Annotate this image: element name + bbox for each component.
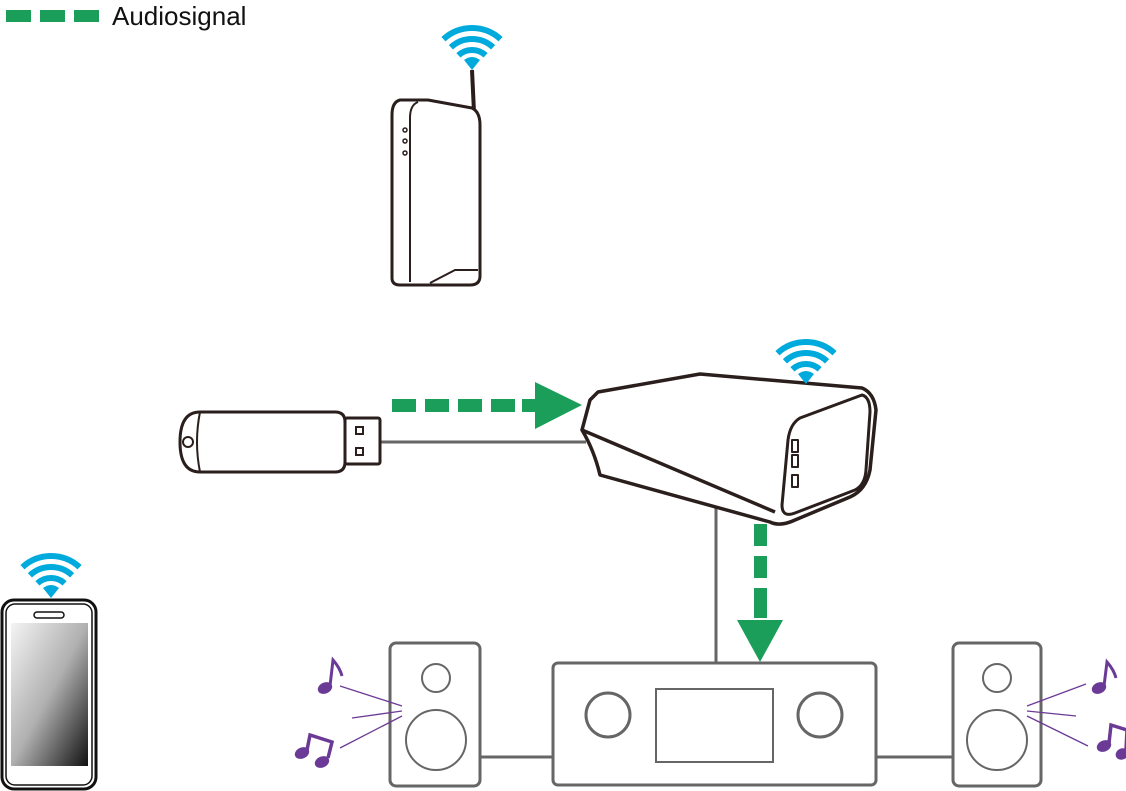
usb-stick-icon xyxy=(178,410,382,474)
wifi-icon xyxy=(441,25,503,70)
legend-dash xyxy=(74,10,99,22)
legend-label: Audiosignal xyxy=(112,0,247,31)
wifi-arc xyxy=(782,350,830,364)
wifi-icon xyxy=(20,553,82,598)
wifi-arc xyxy=(456,47,488,58)
wifi-dot xyxy=(43,585,59,598)
wifi-dot xyxy=(798,371,814,384)
music-note-icon xyxy=(1096,722,1126,760)
smartphone-icon xyxy=(0,598,98,791)
wifi-arc xyxy=(27,564,75,578)
wifi-arc xyxy=(775,339,837,356)
cables xyxy=(380,440,953,759)
legend-dash xyxy=(40,10,65,22)
music-note-icon xyxy=(294,732,335,768)
legend-dash xyxy=(6,10,31,22)
speaker-icon-right xyxy=(951,641,1043,788)
music-note-icon xyxy=(1091,658,1118,694)
wifi-arc xyxy=(790,361,822,372)
audio-signal-arrow-vertical xyxy=(737,524,783,662)
streaming-device-icon xyxy=(580,372,878,526)
receiver-icon xyxy=(551,661,878,787)
audio-signal-arrow-horizontal xyxy=(392,382,582,429)
wifi-arc xyxy=(35,575,67,586)
music-notes xyxy=(294,656,1126,768)
wifi-arc xyxy=(20,553,82,570)
router-icon xyxy=(390,69,482,287)
wifi-arc xyxy=(448,36,496,50)
wifi-dot xyxy=(464,57,480,70)
sound-lines xyxy=(339,683,1089,749)
legend: Audiosignal xyxy=(6,0,246,32)
wifi-arc xyxy=(441,25,503,42)
wifi-icon xyxy=(775,339,837,384)
speaker-icon-left xyxy=(388,641,482,788)
music-note-icon xyxy=(317,656,344,694)
